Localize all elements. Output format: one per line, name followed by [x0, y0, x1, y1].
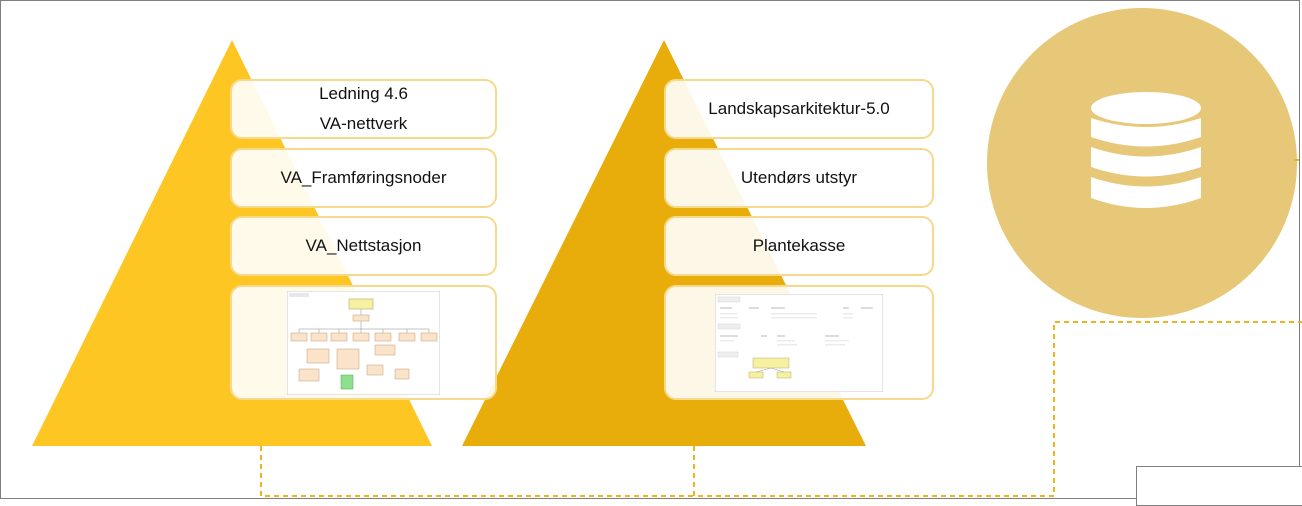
right-card-2[interactable]: Utendørs utstyr: [664, 148, 934, 208]
uml-class-diagram-thumbnail: [287, 290, 440, 395]
left-card-1-line-2: VA-nettverk: [319, 114, 408, 133]
left-card-2-label: VA_Framføringsnoder: [280, 168, 447, 187]
right-card-1[interactable]: Landskapsarkitektur-5.0: [664, 79, 934, 139]
corner-box: [1136, 466, 1302, 506]
right-card-2-label: Utendørs utstyr: [740, 168, 858, 187]
right-card-3-label: Plantekasse: [752, 236, 846, 255]
right-thumbnail-card[interactable]: [664, 285, 934, 400]
right-card-1-label: Landskapsarkitektur-5.0: [708, 99, 890, 118]
connector-lines: [260, 159, 1302, 497]
right-card-3[interactable]: Plantekasse: [664, 216, 934, 276]
left-thumbnail-card[interactable]: [230, 285, 497, 400]
database-icon: [1091, 92, 1201, 208]
connector-left: [260, 446, 694, 497]
left-card-2[interactable]: VA_Framføringsnoder: [230, 148, 497, 208]
left-card-1[interactable]: Ledning 4.6 VA-nettverk: [230, 79, 497, 139]
left-card-3[interactable]: VA_Nettstasjon: [230, 216, 497, 276]
left-card-3-label: VA_Nettstasjon: [305, 236, 422, 255]
feature-catalogue-table-thumbnail: [715, 293, 883, 392]
left-card-1-line-1: Ledning 4.6: [319, 84, 408, 103]
connector-right: [693, 321, 1302, 497]
